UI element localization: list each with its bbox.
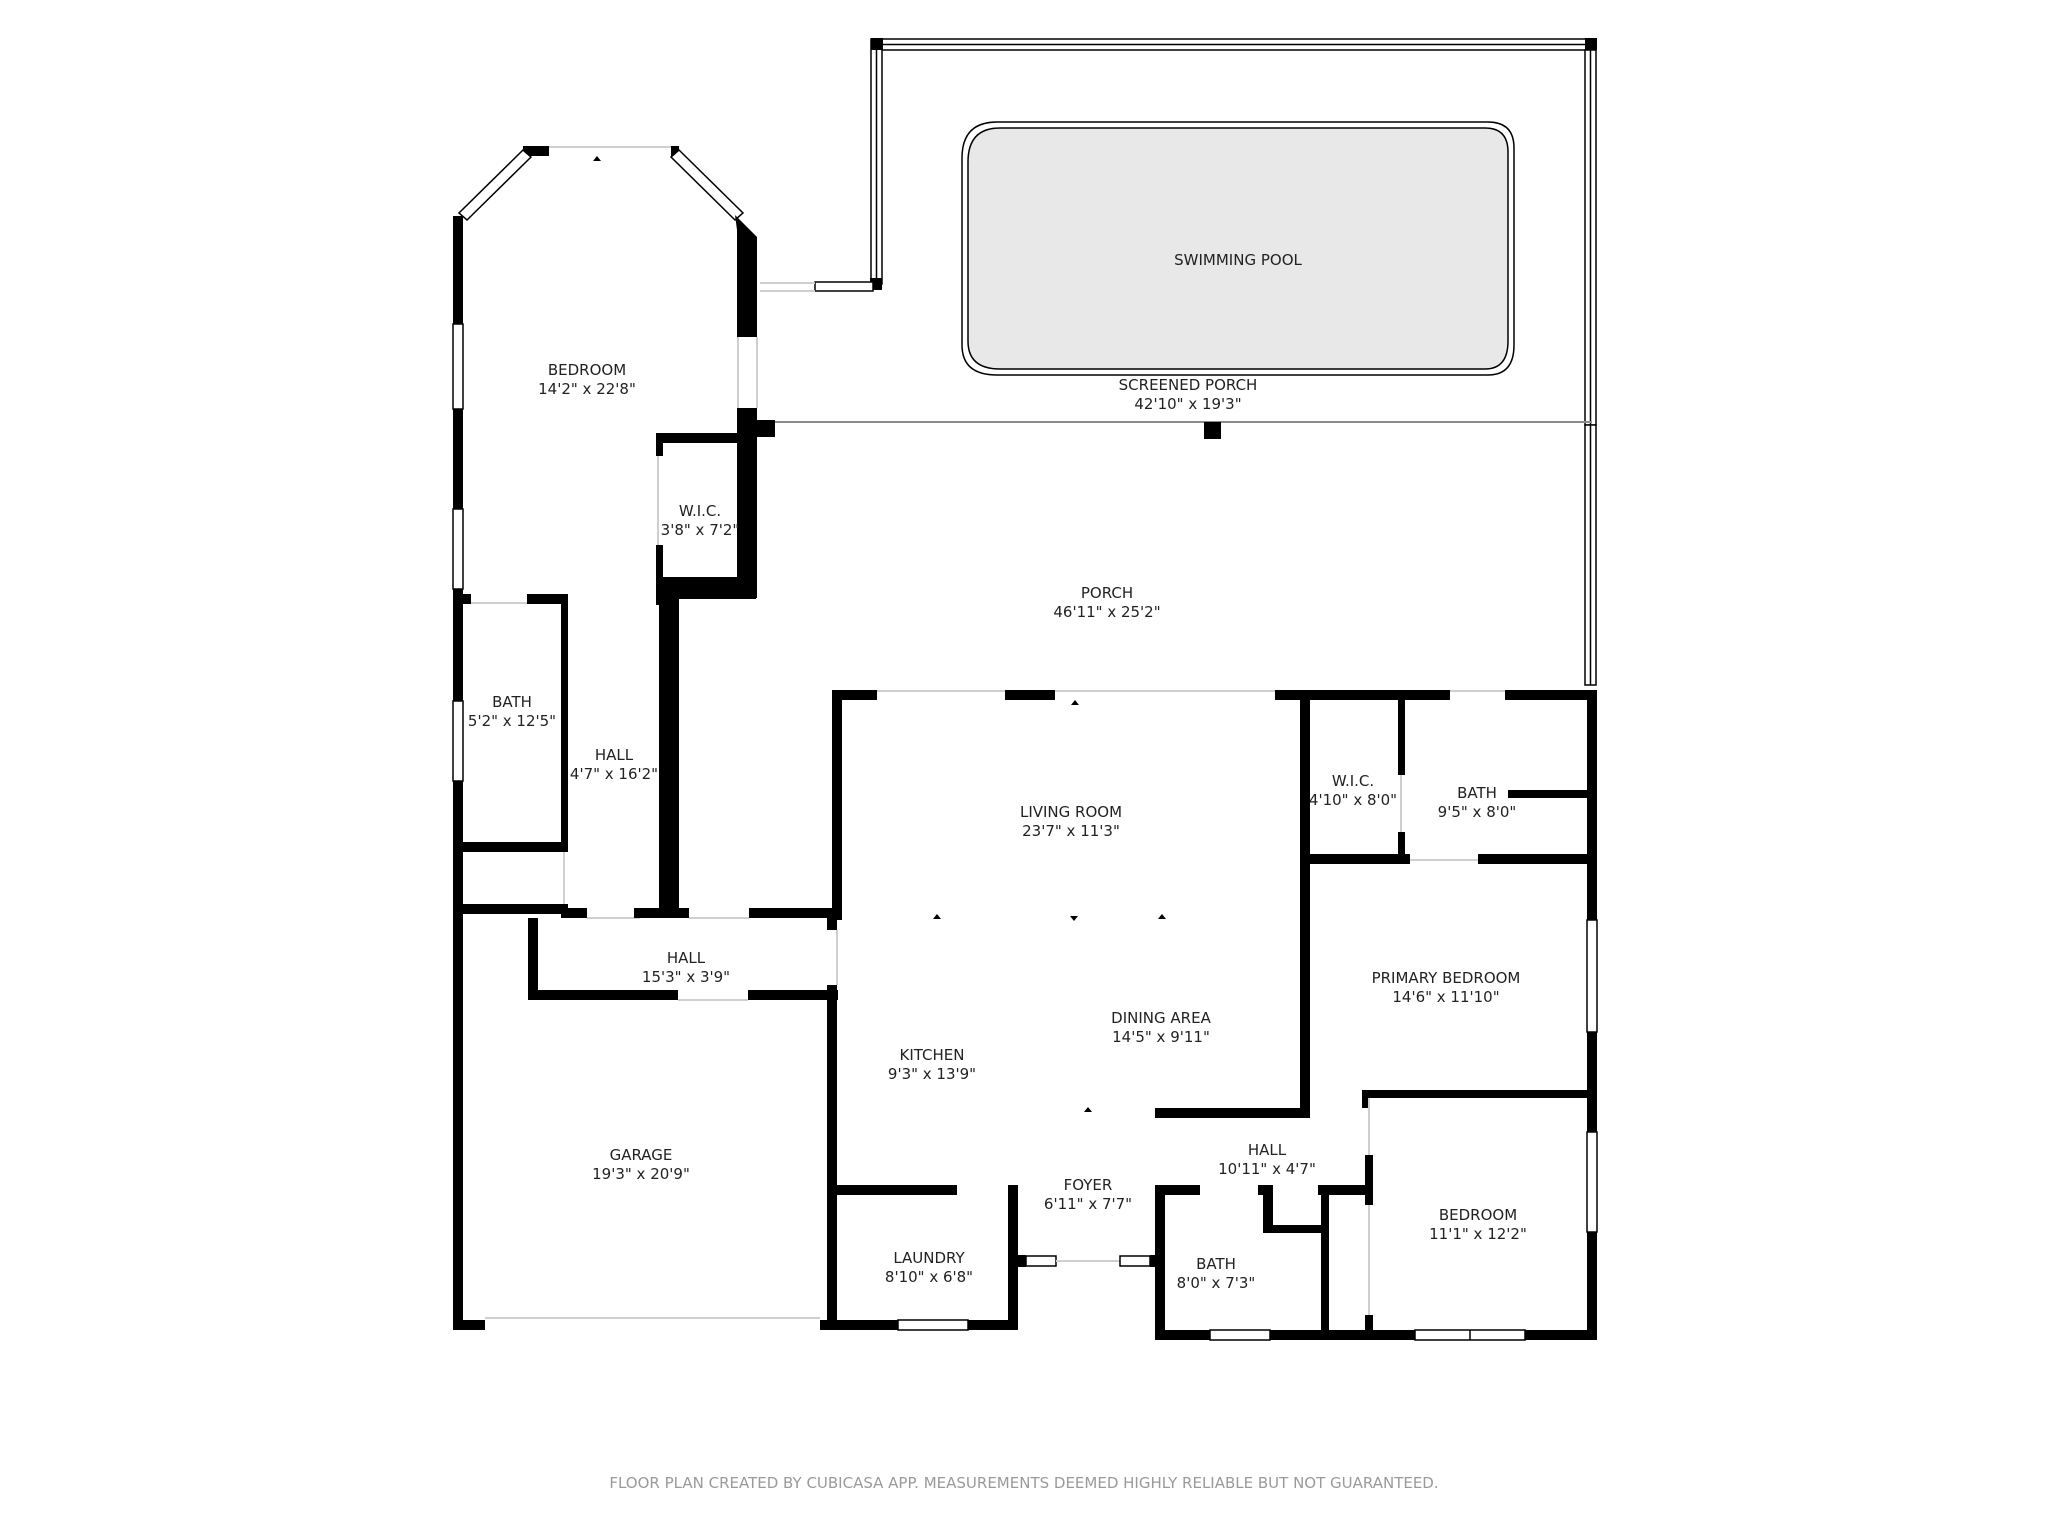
room-name: HALL <box>667 949 706 967</box>
room-dimensions: 8'0" x 7'3" <box>1177 1274 1256 1292</box>
footer-disclaimer: FLOOR PLAN CREATED BY CUBICASA APP. MEAS… <box>609 1474 1439 1492</box>
room-name: DINING AREA <box>1111 1009 1211 1027</box>
room-name: BATH <box>492 693 532 711</box>
room-dimensions: 9'3" x 13'9" <box>888 1065 976 1083</box>
room-dimensions: 3'8" x 7'2" <box>661 521 740 539</box>
room-dimensions: 23'7" x 11'3" <box>1022 822 1120 840</box>
room-name: SWIMMING POOL <box>1174 251 1302 269</box>
room-dimensions: 6'11" x 7'7" <box>1044 1195 1132 1213</box>
room-dimensions: 8'10" x 6'8" <box>885 1268 973 1286</box>
room-name: SCREENED PORCH <box>1119 376 1258 394</box>
west-bedroom-walls <box>452 146 758 1329</box>
room-dimensions: 10'11" x 4'7" <box>1218 1160 1316 1178</box>
room-name: BATH <box>1457 784 1497 802</box>
swimming-pool <box>961 121 1515 376</box>
room-dimensions: 14'6" x 11'10" <box>1392 988 1499 1006</box>
room-name: HALL <box>1248 1141 1287 1159</box>
room-dimensions: 19'3" x 20'9" <box>592 1165 690 1183</box>
room-name: PRIMARY BEDROOM <box>1372 969 1521 987</box>
room-name: W.I.C. <box>679 502 721 520</box>
room-name: HALL <box>595 746 634 764</box>
room-dimensions: 11'1" x 12'2" <box>1429 1225 1527 1243</box>
room-name: BATH <box>1196 1255 1236 1273</box>
room-name: BEDROOM <box>1439 1206 1517 1224</box>
dimension-markers <box>593 156 1484 1112</box>
room-dimensions: 42'10" x 19'3" <box>1134 395 1241 413</box>
kitchen-laundry-foyer-walls <box>820 1108 1366 1340</box>
room-name: LAUNDRY <box>893 1249 965 1267</box>
room-name: KITCHEN <box>900 1046 965 1064</box>
room-name: BEDROOM <box>548 361 626 379</box>
room-name: W.I.C. <box>1332 772 1374 790</box>
screened-porch-enclosure <box>757 38 1597 686</box>
room-name: PORCH <box>1081 584 1133 602</box>
room-dimensions: 15'3" x 3'9" <box>642 968 730 986</box>
room-dimensions: 46'11" x 25'2" <box>1053 603 1160 621</box>
room-name: LIVING ROOM <box>1020 803 1122 821</box>
room-labels: BEDROOM 14'2" x 22'8" SWIMMING POOL SCRE… <box>468 251 1527 1292</box>
room-dimensions: 14'2" x 22'8" <box>538 380 636 398</box>
room-name: FOYER <box>1064 1176 1113 1194</box>
room-dimensions: 14'5" x 9'11" <box>1112 1028 1210 1046</box>
room-dimensions: 9'5" x 8'0" <box>1438 803 1517 821</box>
room-dimensions: 4'10" x 8'0" <box>1309 791 1397 809</box>
room-dimensions: 4'7" x 16'2" <box>570 765 658 783</box>
room-dimensions: 5'2" x 12'5" <box>468 712 556 730</box>
room-name: GARAGE <box>610 1146 673 1164</box>
